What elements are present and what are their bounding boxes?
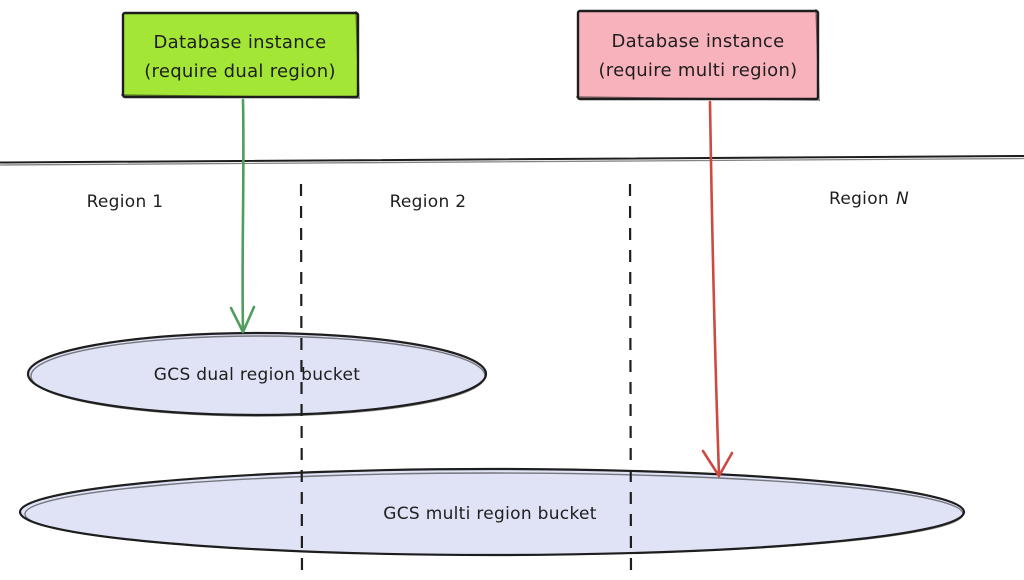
region1-label: Region 1 <box>87 192 164 212</box>
multi-region-arrow-head <box>701 449 734 478</box>
db-multi-box-overdraw <box>575 8 821 102</box>
multi-region-arrow <box>701 100 734 478</box>
gcs-dual-bucket-ellipse <box>26 331 488 417</box>
regionN-letter: N <box>896 189 909 209</box>
db-multi-node: Database instance (require multi region) <box>575 8 821 102</box>
dual-region-arrow-head <box>229 305 256 334</box>
db-dual-label-line2: (require dual region) <box>144 61 336 82</box>
region-divider-2 <box>628 183 633 580</box>
region2-label: Region 2 <box>390 192 467 212</box>
gcs-dual-bucket-ellipse-overdraw <box>30 335 486 417</box>
gcs-dual-bucket-label: GCS dual region bucket <box>154 365 360 385</box>
gcs-multi-bucket-label: GCS multi region bucket <box>383 504 596 524</box>
multi-region-arrow-shaft <box>708 100 721 477</box>
region-divider-1 <box>299 183 304 580</box>
db-multi-box <box>576 9 820 101</box>
region-boundary-stroke <box>0 155 1024 164</box>
region-boundary-line <box>0 155 1024 166</box>
regionN-label: Region N <box>829 189 909 209</box>
gcs-multi-bucket-node: GCS multi region bucket <box>18 467 966 557</box>
dual-region-arrow-shaft <box>241 98 245 332</box>
db-dual-label-line1: Database instance <box>154 32 327 53</box>
regionN-word: Region <box>829 189 889 209</box>
db-multi-label-line1: Database instance <box>612 31 785 52</box>
db-dual-node: Database instance (require dual region) <box>120 10 361 100</box>
db-dual-box <box>121 11 360 99</box>
region-boundary-stroke-overdraw <box>0 157 1024 166</box>
db-dual-box-overdraw <box>120 10 361 100</box>
gcs-multi-bucket-ellipse-overdraw <box>24 472 964 556</box>
db-multi-label-line2: (require multi region) <box>598 60 797 81</box>
gcs-dual-bucket-node: GCS dual region bucket <box>26 331 488 417</box>
dual-region-arrow <box>229 98 256 334</box>
